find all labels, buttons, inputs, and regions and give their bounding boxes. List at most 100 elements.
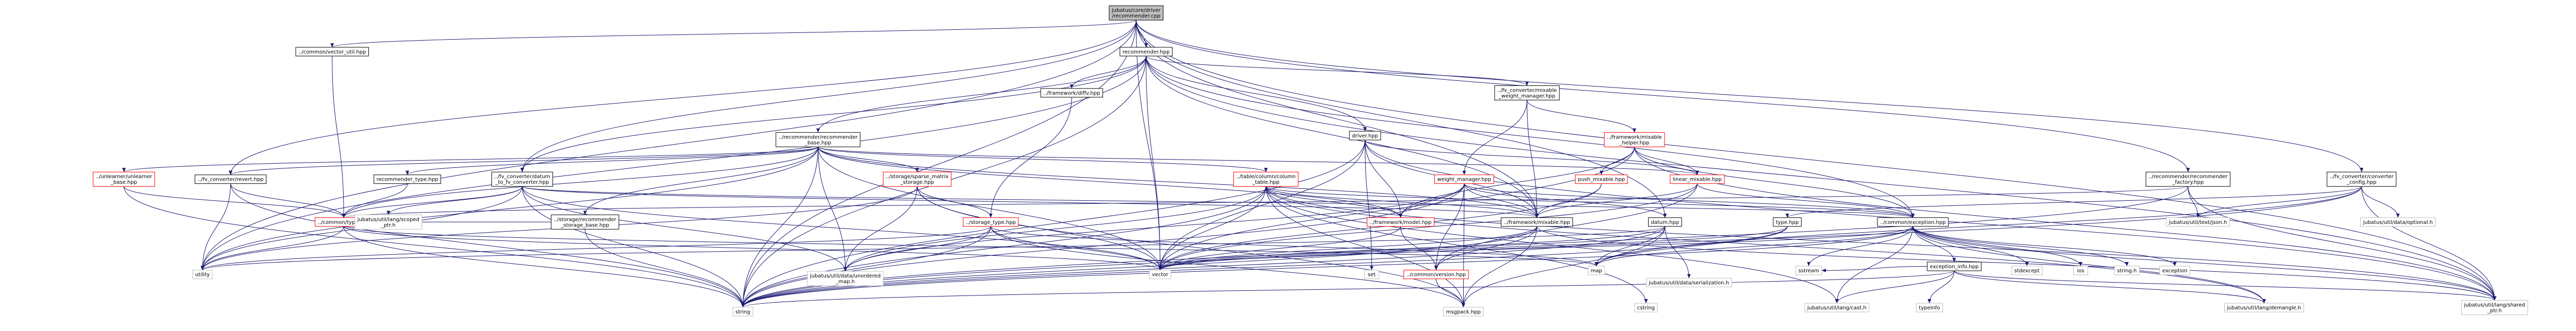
node-rec-factory[interactable]: ../recommender/recommender_factory.hpp — [2145, 171, 2231, 187]
node-label: linear_mixable.hpp — [1673, 177, 1722, 183]
node-unlearner-base[interactable]: ../unlearner/unlearner_base.hpp — [93, 171, 155, 187]
node-typeinfo[interactable]: typeinfo — [1916, 303, 1943, 312]
node-map[interactable]: map — [1588, 266, 1605, 275]
node-fv-converter-config[interactable]: ../fv_converter/converter_config.hpp — [2327, 171, 2397, 187]
node-stdexcept[interactable]: stdexcept — [2011, 266, 2043, 275]
node-fw-model[interactable]: ../framework/model.hpp — [1366, 217, 1435, 227]
edge-table-column-table-to-shared-ptr — [1265, 186, 2497, 301]
node-box — [374, 175, 442, 184]
node-common-version[interactable]: ../common/version.hpp — [1403, 270, 1469, 280]
node-box — [2327, 171, 2397, 187]
edge-rec-rec-base-to-string — [741, 147, 819, 307]
node-storage-rec-base[interactable]: ../storage/recommender_storage_base.hpp — [551, 214, 619, 230]
node-label: _storage_base.hpp — [560, 222, 609, 228]
node-box — [2145, 171, 2231, 187]
node-box — [1494, 85, 1560, 100]
node-diffv[interactable]: ../framework/diffv.hpp — [1040, 88, 1103, 98]
node-fw-mixable-helper[interactable]: ../framework/mixable_helper.hpp — [1604, 132, 1665, 147]
node-label: ../unlearner/unlearner — [96, 174, 153, 180]
edge-rec-rec-base-to-recommender-type — [405, 146, 819, 176]
edge-root-to-utility — [200, 20, 1137, 270]
node-vector[interactable]: vector — [1149, 270, 1172, 280]
node-label: driver.hpp — [1352, 133, 1378, 139]
node-sstream[interactable]: sstream — [1795, 266, 1822, 275]
node-box — [1501, 217, 1573, 227]
edge-storage-type-to-string — [741, 226, 991, 307]
edge-storage-type-to-utility — [200, 226, 991, 271]
node-common-exception[interactable]: ../common/exception.hpp — [1877, 217, 1949, 227]
node-label: _base.hpp — [110, 180, 137, 185]
node-label: _table.hpp — [1252, 180, 1280, 185]
node-set[interactable]: set — [1364, 270, 1379, 280]
node-label: _storage.hpp — [900, 180, 934, 185]
edge-fv-datum-to-fv-to-common-exception — [522, 186, 1914, 218]
node-label: set — [1368, 272, 1376, 278]
node-root[interactable]: jubatus/core/driver/recommender.cpp — [1109, 5, 1164, 21]
node-label: jubatus/util/data/unordered — [809, 273, 880, 279]
node-label: jubatus/core/driver — [1111, 8, 1161, 13]
node-box — [2011, 266, 2043, 275]
edge-fv-converter-config-to-type-hpp — [1785, 186, 2362, 218]
node-cstring[interactable]: cstring — [1634, 303, 1658, 312]
edge-common-exception-to-exception — [1912, 226, 2177, 267]
node-label: ../framework/diffv.hpp — [1043, 91, 1100, 96]
node-rec-rec-base[interactable]: ../recommender/recommender_base.hpp — [775, 132, 861, 147]
node-recommender-type[interactable]: recommender_type.hpp — [374, 175, 442, 184]
node-storage-sparse-matrix[interactable]: ../storage/sparse_matrix_storage.hpp — [883, 171, 952, 187]
node-driver-hpp[interactable]: driver.hpp — [1349, 131, 1381, 141]
edge-root-to-rec-factory — [1136, 20, 2190, 172]
node-scoped-ptr[interactable]: jubatus/util/lang/scoped_ptr.h — [354, 214, 422, 230]
node-msgpack[interactable]: msgpack.hpp — [1443, 307, 1484, 317]
node-label: push_mixable.hpp — [1578, 177, 1625, 183]
edge-table-column-table-to-fw-mixable — [1265, 186, 1539, 218]
edge-storage-type-to-unordered-map — [843, 226, 991, 272]
node-table-column-table[interactable]: ../table/column/column_table.hpp — [1233, 171, 1299, 187]
node-exception[interactable]: exception — [2159, 266, 2191, 275]
node-shared-ptr[interactable]: jubatus/util/lang/shared_ptr.h — [2461, 300, 2528, 316]
node-label: _factory.hpp — [2172, 180, 2204, 185]
node-datum[interactable]: datum.hpp — [1648, 217, 1682, 227]
node-box — [1434, 175, 1494, 184]
node-string[interactable]: string — [733, 307, 753, 317]
node-serialization[interactable]: jubatus/util/data/serialization.h — [1646, 277, 1732, 287]
edge-common-type-to-utility — [200, 226, 344, 270]
node-utility[interactable]: utility — [192, 270, 213, 280]
node-jubatus-text-json[interactable]: jubatus/util/text/json.h — [2166, 217, 2230, 227]
edge-fv-converter-config-to-map — [1595, 186, 2362, 266]
edge-fw-mixable-helper-to-fw-model — [1399, 147, 1635, 218]
node-box — [1109, 5, 1164, 21]
node-box — [1634, 303, 1658, 312]
node-storage-type[interactable]: ../storage_type.hpp — [962, 217, 1019, 227]
node-vector-util[interactable]: ../common/vector_util.hpp — [295, 47, 369, 57]
node-box — [1403, 270, 1469, 280]
node-push-mixable[interactable]: push_mixable.hpp — [1575, 175, 1628, 184]
node-demangle[interactable]: jubatus/util/lang/demangle.h — [2224, 303, 2304, 312]
node-weight-manager[interactable]: weight_manager.hpp — [1434, 175, 1494, 184]
node-fv-revert[interactable]: ../fv_converter/revert.hpp — [194, 175, 267, 184]
node-linear-mixable[interactable]: linear_mixable.hpp — [1670, 175, 1725, 184]
node-type-hpp[interactable]: type.hpp — [1773, 217, 1802, 227]
node-lang-cast[interactable]: jubatus/util/lang/cast.h — [1804, 303, 1870, 312]
node-string-h[interactable]: string.h — [2114, 266, 2140, 275]
node-recommender-hpp[interactable]: recommender.hpp — [1120, 47, 1173, 57]
node-label: ../table/column/column — [1236, 174, 1295, 180]
node-label: ../fv_converter/datum — [494, 174, 550, 180]
node-label: exception — [2162, 268, 2188, 274]
node-box — [733, 307, 753, 317]
edge-common-type-to-vector — [343, 226, 1162, 271]
edge-push-mixable-to-fw-mixable — [1535, 183, 1602, 218]
edge-rec-rec-base-to-utility — [200, 147, 819, 270]
edge-common-exception-to-lang-cast — [1835, 226, 1913, 304]
edge-fw-mixable-to-common-version — [1434, 226, 1537, 270]
node-ios[interactable]: ios — [2073, 266, 2088, 275]
node-fv-datum-to-fv[interactable]: ../fv_converter/datum_to_fv_converter.hp… — [491, 171, 553, 187]
edge-rec-factory-to-common-type — [342, 186, 2189, 218]
node-jubatus-optional[interactable]: jubatus/util/data/optional.h — [2360, 217, 2436, 227]
node-exception-info[interactable]: exception_info.hpp — [1927, 262, 1981, 271]
node-fw-mixable[interactable]: ../framework/mixable.hpp — [1501, 217, 1573, 227]
node-fv-mixable-weight[interactable]: ../fv_converter/mixable_weight_manager.h… — [1494, 85, 1560, 100]
node-box — [2159, 266, 2191, 275]
node-box — [1795, 266, 1822, 275]
node-box — [491, 171, 553, 187]
node-unordered-map[interactable]: jubatus/util/data/unordered_map.h — [807, 271, 884, 286]
